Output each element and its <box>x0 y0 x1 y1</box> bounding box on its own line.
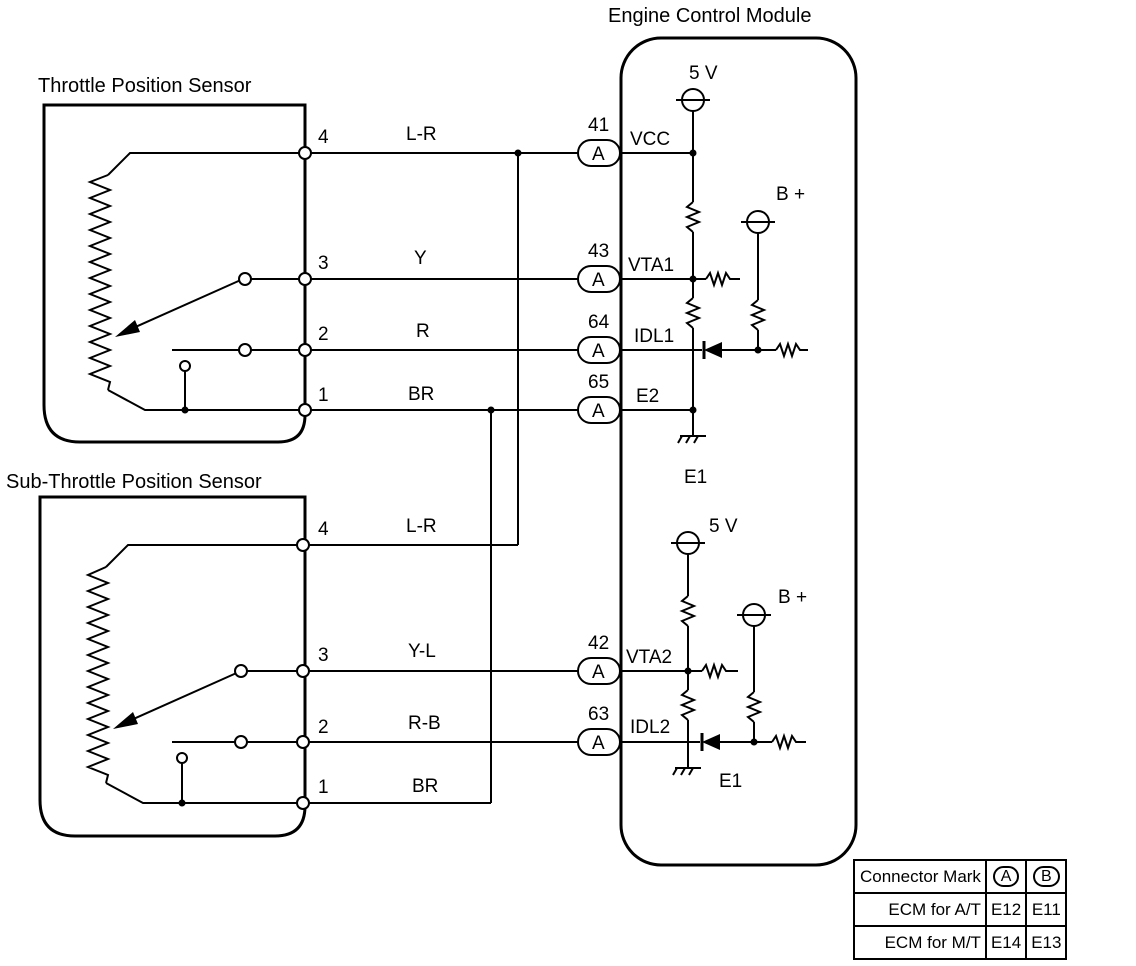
signal-vta2: VTA2 <box>626 647 672 668</box>
connector-mark: A <box>592 144 605 165</box>
tps-pin-3: 3 <box>318 253 329 274</box>
power-bplus-lower: B + <box>778 587 807 608</box>
ecm-pin-43: 43 <box>588 241 609 262</box>
signal-e2: E2 <box>636 386 659 407</box>
ecm-pin-64: 64 <box>588 312 610 333</box>
wire-color-sub-3: Y-L <box>408 641 436 662</box>
table-cell-a: E14 <box>984 925 1028 960</box>
sub-pin-3: 3 <box>318 645 329 666</box>
ecm-pin-41: 41 <box>588 115 609 136</box>
table-cell-b: E11 <box>1025 892 1068 927</box>
power-5v-upper: 5 V <box>689 63 718 84</box>
wire-color-tps-4: L-R <box>406 124 437 145</box>
table-header-b: B <box>1025 859 1068 894</box>
tps-pin-1: 1 <box>318 385 329 406</box>
table-cell-a: E12 <box>984 892 1028 927</box>
signal-vcc: VCC <box>630 129 670 150</box>
wire-color-tps-3: Y <box>414 248 427 269</box>
signal-idl2: IDL2 <box>630 717 670 738</box>
wire-color-sub-4: L-R <box>406 516 437 537</box>
ecm-box <box>619 36 858 867</box>
table-header-row: Connector Mark A B <box>853 859 1068 894</box>
connector-mark: A <box>592 662 605 683</box>
wire-color-sub-1: BR <box>412 776 438 797</box>
sub-pin-1: 1 <box>318 777 329 798</box>
ecm-connectors <box>577 139 621 756</box>
sub-tps-title: Sub-Throttle Position Sensor <box>6 471 262 493</box>
mark-b: B <box>1032 866 1060 887</box>
ecm-lower-circuit <box>620 531 806 776</box>
wire-color-tps-2: R <box>416 321 430 342</box>
table-cell-b: E13 <box>1025 925 1068 960</box>
table-row: ECM for M/T E14 E13 <box>853 925 1068 960</box>
connector-mark: A <box>592 341 605 362</box>
ecm-pin-63: 63 <box>588 704 609 725</box>
harness-wires <box>309 149 578 804</box>
connector-table: Connector Mark A B ECM for A/T E12 E11 E… <box>853 859 1068 960</box>
ecm-title: Engine Control Module <box>608 5 811 27</box>
ecm-pin-42: 42 <box>588 633 609 654</box>
sub-tps-box <box>38 495 307 838</box>
sub-pin-2: 2 <box>318 717 329 738</box>
table-row: ECM for A/T E12 E11 <box>853 892 1068 927</box>
connector-mark: A <box>592 401 605 422</box>
power-bplus-upper: B + <box>776 184 805 205</box>
table-row-label: ECM for M/T <box>853 925 987 960</box>
ecm-upper-circuit <box>620 88 808 444</box>
sub-pin-4: 4 <box>318 519 329 540</box>
ecm-pin-65: 65 <box>588 372 609 393</box>
table-row-label: ECM for A/T <box>853 892 987 927</box>
table-header-label: Connector Mark <box>853 859 987 894</box>
table-header-a: A <box>984 859 1028 894</box>
signal-idl1: IDL1 <box>634 326 674 347</box>
tps-pin-4: 4 <box>318 127 329 148</box>
tps-pin-2: 2 <box>318 324 329 345</box>
tps-box <box>42 103 307 444</box>
connector-mark: A <box>592 733 605 754</box>
wire-color-sub-2: R-B <box>408 713 441 734</box>
connector-mark: A <box>592 270 605 291</box>
power-5v-lower: 5 V <box>709 516 738 537</box>
tps-potentiometer <box>87 146 312 417</box>
signal-vta1: VTA1 <box>628 255 674 276</box>
mark-a: A <box>992 866 1020 887</box>
ground-e1-upper: E1 <box>684 467 707 488</box>
sub-tps-potentiometer <box>85 538 310 810</box>
ground-e1-lower: E1 <box>719 771 742 792</box>
wire-color-tps-1: BR <box>408 384 434 405</box>
tps-title: Throttle Position Sensor <box>38 75 252 97</box>
